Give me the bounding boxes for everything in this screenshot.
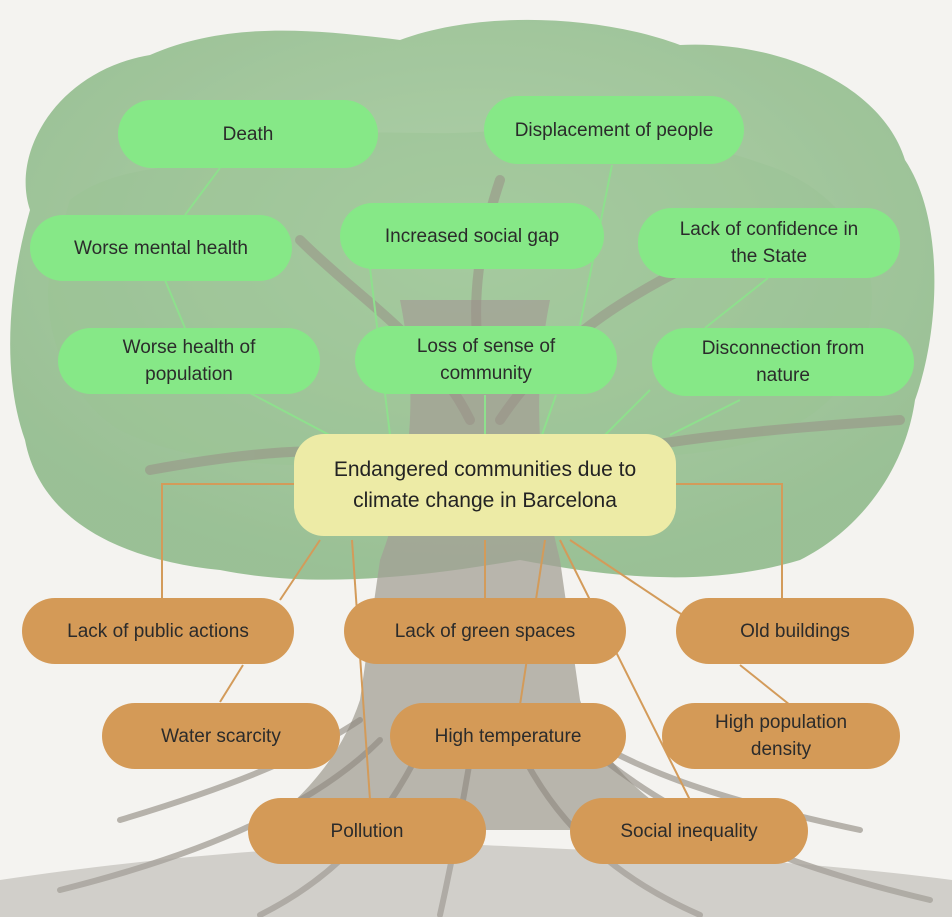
core-problem: Endangered communities due to climate ch…	[294, 434, 676, 536]
cause-water-scarcity: Water scarcity	[102, 703, 340, 769]
effect-displacement-of-people: Displacement of people	[484, 96, 744, 164]
tree-trunk	[260, 300, 700, 830]
effect-death: Death	[118, 100, 378, 168]
effect-loss-of-sense-of-community: Loss of sense of community	[355, 326, 617, 394]
cause-lack-of-green-spaces: Lack of green spaces	[344, 598, 626, 664]
effect-lack-of-confidence-in-state: Lack of confidence in the State	[638, 208, 900, 278]
cause-high-population-density: High population density	[662, 703, 900, 769]
cause-old-buildings: Old buildings	[676, 598, 914, 664]
effect-increased-social-gap: Increased social gap	[340, 203, 604, 269]
cause-social-inequality: Social inequality	[570, 798, 808, 864]
cause-pollution: Pollution	[248, 798, 486, 864]
cause-lack-of-public-actions: Lack of public actions	[22, 598, 294, 664]
effect-worse-health-of-population: Worse health of population	[58, 328, 320, 394]
effect-disconnection-from-nature: Disconnection from nature	[652, 328, 914, 396]
effect-worse-mental-health: Worse mental health	[30, 215, 292, 281]
cause-high-temperature: High temperature	[390, 703, 626, 769]
